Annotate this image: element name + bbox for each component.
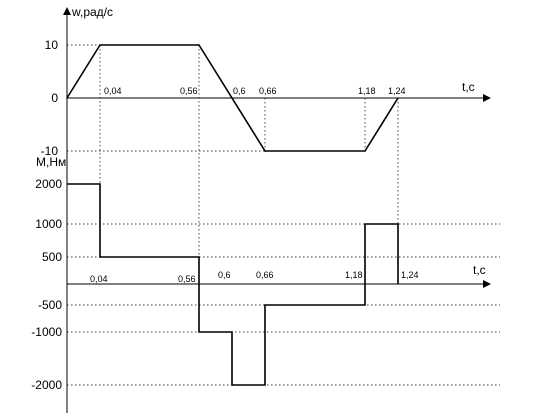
- speed-series-line: [66, 44, 399, 152]
- torque-x-tick-label: 0,56: [178, 274, 196, 284]
- speed-x-tick-label: 0,66: [259, 86, 277, 96]
- speed-data-point: [99, 44, 101, 46]
- torque-x-tick-label: 0,66: [256, 270, 274, 280]
- speed-x-axis-label: t,c: [462, 80, 475, 94]
- torque-y-tick-label: 1000: [35, 217, 62, 231]
- torque-y-axis-label: M,Нм: [36, 155, 66, 169]
- speed-x-tick-label: 1,24: [388, 86, 406, 96]
- speed-data-point: [264, 150, 266, 152]
- speed-y-tick-label: 10: [45, 38, 59, 52]
- torque-x-tick-label: 1,24: [401, 270, 419, 280]
- torque-y-tick-label: -1000: [31, 325, 62, 339]
- speed-data-point: [66, 97, 68, 99]
- torque-x-tick-label: 0,04: [90, 274, 108, 284]
- speed-x-tick-label: 0,56: [180, 86, 198, 96]
- speed-x-tick-label: 0,6: [233, 86, 246, 96]
- speed-data-point: [198, 44, 200, 46]
- speed-data-point: [397, 97, 399, 99]
- speed-x-tick-label: 1,18: [358, 86, 376, 96]
- speed-data-point: [364, 150, 366, 152]
- torque-y-tick-label: -500: [38, 298, 62, 312]
- speed-y-axis-label: w,рад/с: [71, 5, 113, 19]
- torque-x-tick-label: 1,18: [345, 270, 363, 280]
- speed-y-tick-label: 0: [51, 91, 58, 105]
- torque-series-line: [67, 183, 399, 386]
- torque-x-tick-label: 0,6: [218, 270, 231, 280]
- torque-x-axis-label: t,c: [473, 263, 486, 277]
- speed-x-tick-label: 0,04: [104, 86, 122, 96]
- torque-y-tick-label: -2000: [31, 378, 62, 392]
- speed-y-tick-label: -10: [41, 144, 59, 158]
- torque-y-tick-label: 2000: [35, 177, 62, 191]
- torque-y-tick-label: 500: [42, 250, 62, 264]
